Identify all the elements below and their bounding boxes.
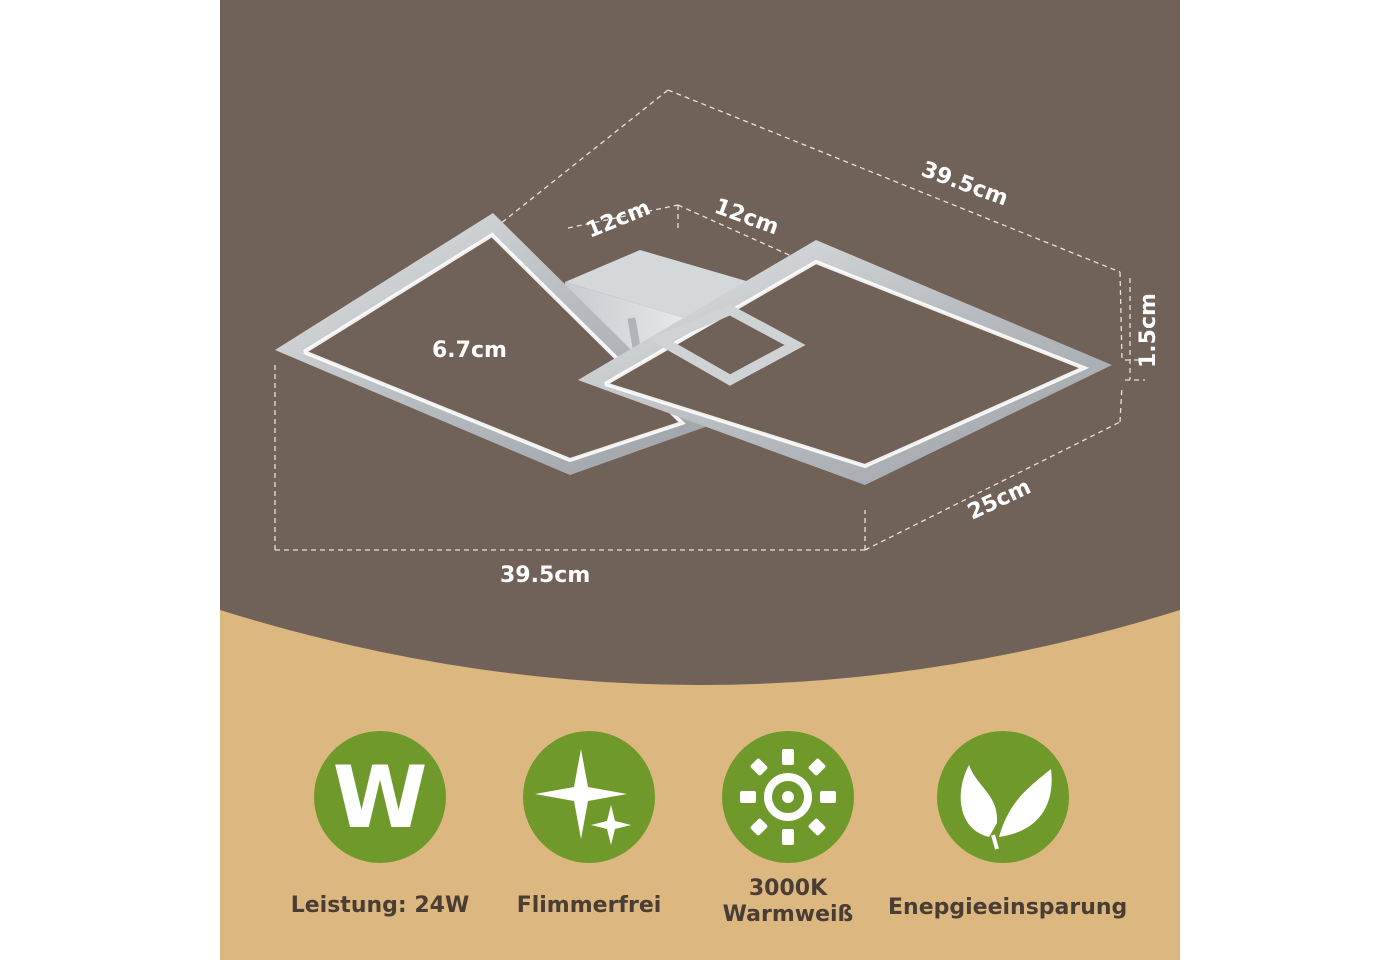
feature-badge-power: W <box>314 731 446 863</box>
feature-label-flicker-free: Flimmerfrei <box>516 893 662 918</box>
feature-label-color-temp-line1: 3000K <box>748 876 828 901</box>
feature-label-power: Leistung: 24W <box>290 893 470 918</box>
leaf-icon <box>960 765 1052 850</box>
feature-label-color-temp-line2: Warmweiß <box>722 902 854 927</box>
product-image-panel: 39.5cm 12cm 12cm 6.7cm 1.5cm 25cm 39.5cm… <box>220 0 1180 960</box>
letter-w-glyph: W <box>333 748 428 848</box>
feature-badge-flicker-free <box>523 731 655 863</box>
left-square-frame <box>275 213 708 475</box>
feature-label-color-temp: 3000K Warmweiß <box>688 876 888 928</box>
feature-badge-energy-saving <box>937 731 1069 863</box>
connector-frame <box>648 304 806 386</box>
right-square-frame <box>578 240 1112 485</box>
feature-badge-warm-white <box>722 731 854 863</box>
dim-frame-thickness: 1.5cm <box>1136 293 1161 368</box>
letter-w-icon: W <box>333 748 428 848</box>
feature-label-energy-saving: Enepgieeinsparung <box>888 895 1128 920</box>
sun-icon <box>740 749 836 845</box>
dim-bottom-width: 39.5cm <box>500 563 590 588</box>
dim-base-height: 6.7cm <box>432 338 507 363</box>
sparkle-icon <box>535 749 631 845</box>
